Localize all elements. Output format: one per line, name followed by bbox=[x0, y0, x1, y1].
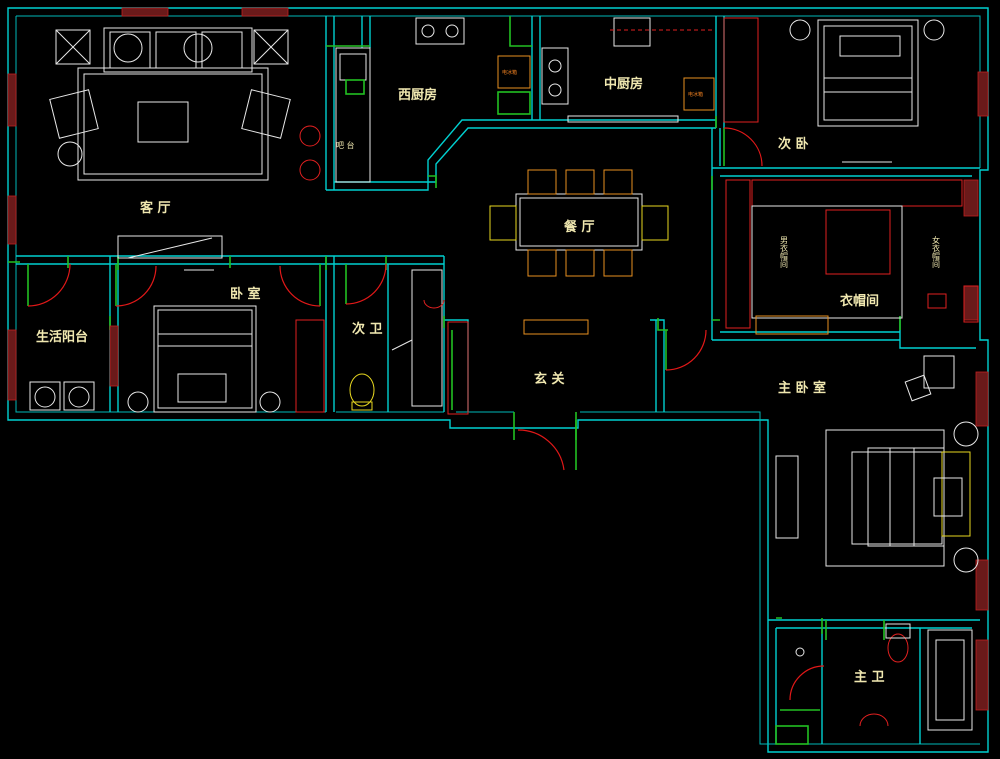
label-master-bedroom: 主 卧 室 bbox=[778, 380, 826, 396]
label-master-bathroom: 主 卫 bbox=[854, 669, 885, 685]
label-foyer: 玄 关 bbox=[534, 371, 565, 387]
bedroom-furniture bbox=[127, 269, 325, 413]
label-west-kitchen: 西厨房 bbox=[398, 87, 437, 103]
second-bedroom-furniture bbox=[723, 17, 945, 163]
label-bar-counter: 吧 台 bbox=[336, 140, 355, 150]
label-womens-closet: 女衣帽间 bbox=[932, 235, 941, 269]
label-utility-balcony: 生活阳台 bbox=[36, 329, 88, 345]
room-labels: 客 厅 西厨房 中厨房 次 卧 餐 厅 衣帽间 卧 室 生活阳台 次 卫 玄 关… bbox=[36, 76, 885, 685]
living-room-furniture bbox=[49, 27, 321, 259]
wall-openings bbox=[8, 16, 901, 640]
label-bedroom: 卧 室 bbox=[230, 286, 261, 302]
label-west-fridge: 电冰箱 bbox=[502, 69, 517, 76]
doors bbox=[27, 127, 825, 711]
master-bathroom-fixtures bbox=[775, 623, 973, 745]
fixture-labels: 吧 台 男衣帽间 女衣帽间 电冰箱 电冰箱 bbox=[336, 69, 941, 269]
label-mens-closet: 男衣帽间 bbox=[780, 236, 789, 269]
balcony-fixtures bbox=[29, 381, 95, 411]
label-cloakroom: 衣帽间 bbox=[840, 293, 879, 309]
chinese-kitchen-fixtures bbox=[541, 17, 715, 123]
label-second-bedroom: 次 卧 bbox=[778, 136, 809, 152]
label-second-bathroom: 次 卫 bbox=[352, 321, 383, 337]
windows bbox=[7, 7, 989, 711]
dining-furniture bbox=[489, 169, 669, 277]
label-chinese-kitchen: 中厨房 bbox=[604, 76, 643, 92]
cloakroom-fixtures bbox=[725, 179, 979, 335]
label-dining-room: 餐 厅 bbox=[563, 219, 595, 235]
master-bedroom-furniture bbox=[775, 355, 979, 573]
second-bathroom-fixtures bbox=[349, 269, 445, 411]
west-kitchen-fixtures bbox=[335, 17, 531, 183]
label-living-room: 客 厅 bbox=[140, 200, 171, 216]
foyer-fixtures bbox=[447, 319, 589, 415]
label-chinese-fridge: 电冰箱 bbox=[688, 91, 703, 98]
